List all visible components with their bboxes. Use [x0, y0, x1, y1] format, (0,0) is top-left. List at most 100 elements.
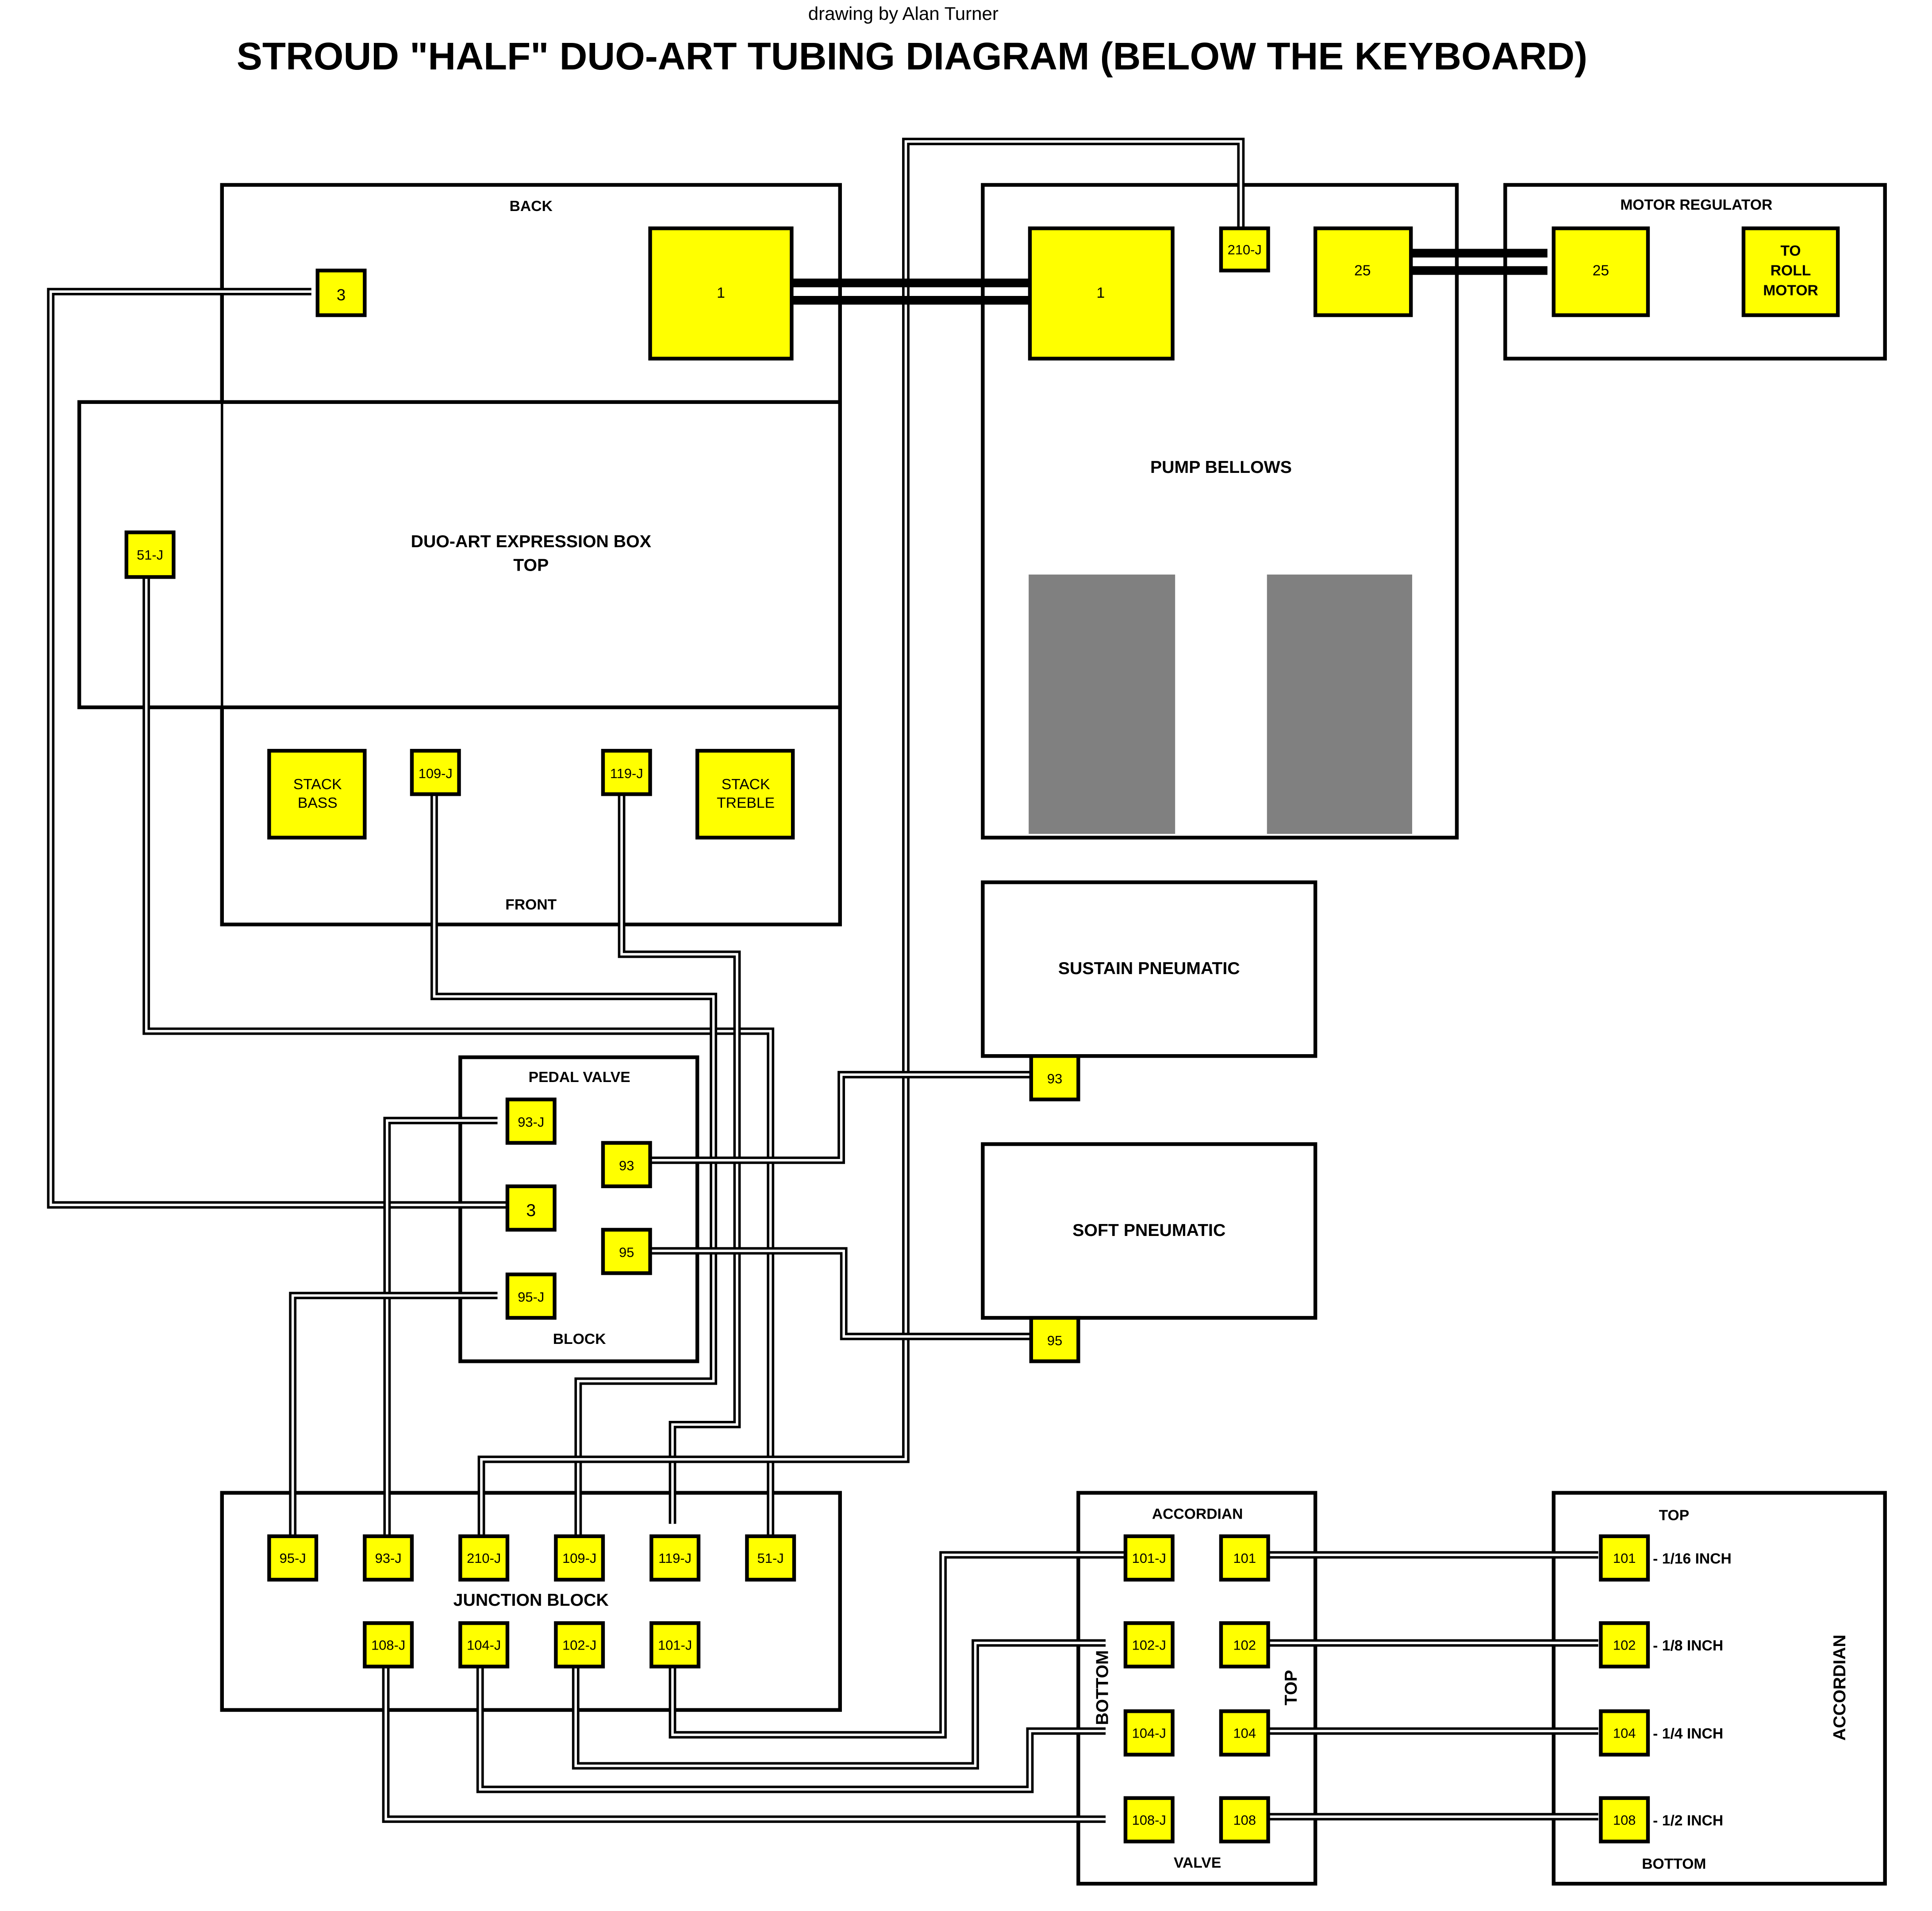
fitting-119j	[601, 748, 652, 796]
tube-main-25	[1410, 249, 1548, 275]
back-label: BACK	[510, 198, 553, 215]
accordian-box	[1552, 1491, 1887, 1886]
av-fitting-108-j-label: 108-J	[1132, 1812, 1166, 1828]
accordian-fitting-102-label: 102	[1613, 1638, 1636, 1653]
av-fitting-101-j-label: 101-J	[1132, 1550, 1166, 1566]
pedal-valve-block-box	[458, 1055, 699, 1363]
accordian-valve-bottom-side: BOTTOM	[1093, 1650, 1112, 1725]
jb-fitting-210-j	[458, 1534, 510, 1582]
tube-102j	[572, 1639, 1106, 1770]
av-fitting-104	[1219, 1709, 1270, 1757]
stack-treble-label-2: TREBLE	[717, 795, 775, 811]
fitting-95-pedal-label: 95	[619, 1245, 634, 1260]
fitting-95-soft-label: 95	[1047, 1333, 1062, 1348]
av-fitting-108-j	[1123, 1796, 1175, 1844]
accordian-fitting-108-label: 108	[1613, 1812, 1636, 1828]
jb-fitting-95-j	[267, 1534, 319, 1582]
fitting-to-roll-motor	[1741, 226, 1840, 317]
accordian-valve-bottom-label: VALVE	[1174, 1855, 1221, 1871]
credit-text: drawing by Alan Turner	[808, 3, 999, 24]
accordian-fitting-104	[1599, 1709, 1650, 1757]
fitting-93-pedal-label: 93	[619, 1158, 634, 1173]
fitting-210j-pump-label: 210-J	[1228, 242, 1262, 257]
stack-bass-label-2: BASS	[298, 795, 338, 811]
fitting-3-pedal-label: 3	[526, 1201, 536, 1220]
jb-fitting-104-j-label: 104-J	[467, 1638, 501, 1653]
av-fitting-108-label: 108	[1233, 1812, 1256, 1828]
fitting-51j	[124, 530, 176, 579]
pump-bellows-label: PUMP BELLOWS	[1150, 457, 1292, 477]
sustain-pneumatic-box	[981, 880, 1317, 1058]
av-fitting-102	[1219, 1621, 1270, 1669]
accordian-fitting-101	[1599, 1534, 1650, 1582]
stack-treble-label-1: STACK	[722, 776, 770, 793]
fitting-25-pump-label: 25	[1354, 263, 1371, 279]
jb-fitting-93-j-label: 93-J	[375, 1550, 402, 1566]
av-fitting-102-j-label: 102-J	[1132, 1638, 1166, 1653]
jb-fitting-95-j-label: 95-J	[280, 1550, 306, 1566]
av-fitting-101-label: 101	[1233, 1550, 1256, 1566]
accordian-valve-right-col: 101 102 104 108	[1219, 1534, 1270, 1844]
fitting-210j-pump	[1219, 226, 1270, 272]
jb-fitting-93-j	[363, 1534, 414, 1582]
fitting-95j-pedal	[505, 1272, 557, 1320]
fitting-1-back-label: 1	[717, 285, 725, 301]
av-fitting-101-j	[1123, 1534, 1175, 1582]
tube-210j	[477, 138, 1245, 1536]
av-fitting-102-label: 102	[1233, 1638, 1256, 1653]
tube-95j	[289, 1292, 498, 1536]
accordian-size-label: - 1/16 INCH	[1653, 1551, 1732, 1567]
av-fitting-101	[1219, 1534, 1270, 1582]
jb-fitting-101-j-label: 101-J	[658, 1638, 692, 1653]
fitting-51j-label: 51-J	[137, 547, 163, 563]
fitting-3-pedal	[505, 1184, 557, 1232]
accordian-fitting-101-label: 101	[1613, 1550, 1636, 1566]
jb-fitting-108-j-label: 108-J	[371, 1638, 405, 1653]
tube-109j	[430, 794, 718, 1536]
jb-fitting-109-j	[554, 1534, 605, 1582]
tube-93	[646, 1071, 1031, 1164]
front-label: FRONT	[505, 897, 557, 913]
motor-regulator-label: MOTOR REGULATOR	[1620, 197, 1772, 213]
av-fitting-104-label: 104	[1233, 1726, 1256, 1741]
junction-block-label: JUNCTION BLOCK	[453, 1590, 609, 1610]
fitting-3-back	[315, 269, 367, 317]
accordian-fitting-108	[1599, 1796, 1650, 1844]
page-title: STROUD "HALF" DUO-ART TUBING DIAGRAM (BE…	[237, 35, 1587, 78]
fitting-109j-label: 109-J	[419, 766, 453, 781]
tube-93j	[383, 1117, 498, 1536]
jb-fitting-51-j-label: 51-J	[757, 1550, 784, 1566]
accordian-top-label: TOP	[1659, 1507, 1690, 1523]
accordian-size-label: - 1/4 INCH	[1653, 1726, 1723, 1742]
fitting-25-regulator	[1552, 226, 1650, 317]
fitting-1-back	[648, 226, 794, 361]
pump-bellows-box	[981, 183, 1459, 840]
to-roll-motor-1: TO	[1780, 243, 1801, 259]
to-roll-motor-2: ROLL	[1771, 263, 1811, 279]
fitting-93j-pedal-label: 93-J	[518, 1114, 544, 1130]
accordian-valve-left-col: 101-J 102-J 104-J 108-J	[1123, 1534, 1175, 1844]
accordian-fitting-102	[1599, 1621, 1650, 1669]
jb-fitting-119-j	[649, 1534, 701, 1582]
expression-box	[77, 400, 842, 710]
av-fitting-102-j	[1123, 1621, 1175, 1669]
accordian-side-label: ACCORDIAN	[1830, 1635, 1849, 1741]
to-roll-motor-3: MOTOR	[1763, 283, 1818, 299]
jb-fitting-108-j	[363, 1621, 414, 1669]
fitting-95-pedal	[601, 1228, 652, 1275]
av-fitting-108	[1219, 1796, 1270, 1844]
av-fitting-104-j-label: 104-J	[1132, 1726, 1166, 1741]
accordian-valve-top-side: TOP	[1281, 1670, 1301, 1705]
expression-box-label-2: TOP	[513, 555, 549, 575]
tube-104j	[476, 1666, 1106, 1793]
tube-108j	[382, 1666, 1106, 1823]
av-fitting-104-j	[1123, 1709, 1175, 1757]
fitting-93-sustain	[1029, 1054, 1080, 1101]
jb-fitting-104-j	[458, 1621, 510, 1669]
fitting-3-back-label: 3	[337, 286, 346, 304]
pedal-valve-label: PEDAL VALVE	[529, 1069, 630, 1086]
accordian-size-label: - 1/2 INCH	[1653, 1812, 1723, 1829]
fitting-95j-pedal-label: 95-J	[518, 1289, 544, 1305]
pedal-block-label: BLOCK	[553, 1331, 606, 1347]
